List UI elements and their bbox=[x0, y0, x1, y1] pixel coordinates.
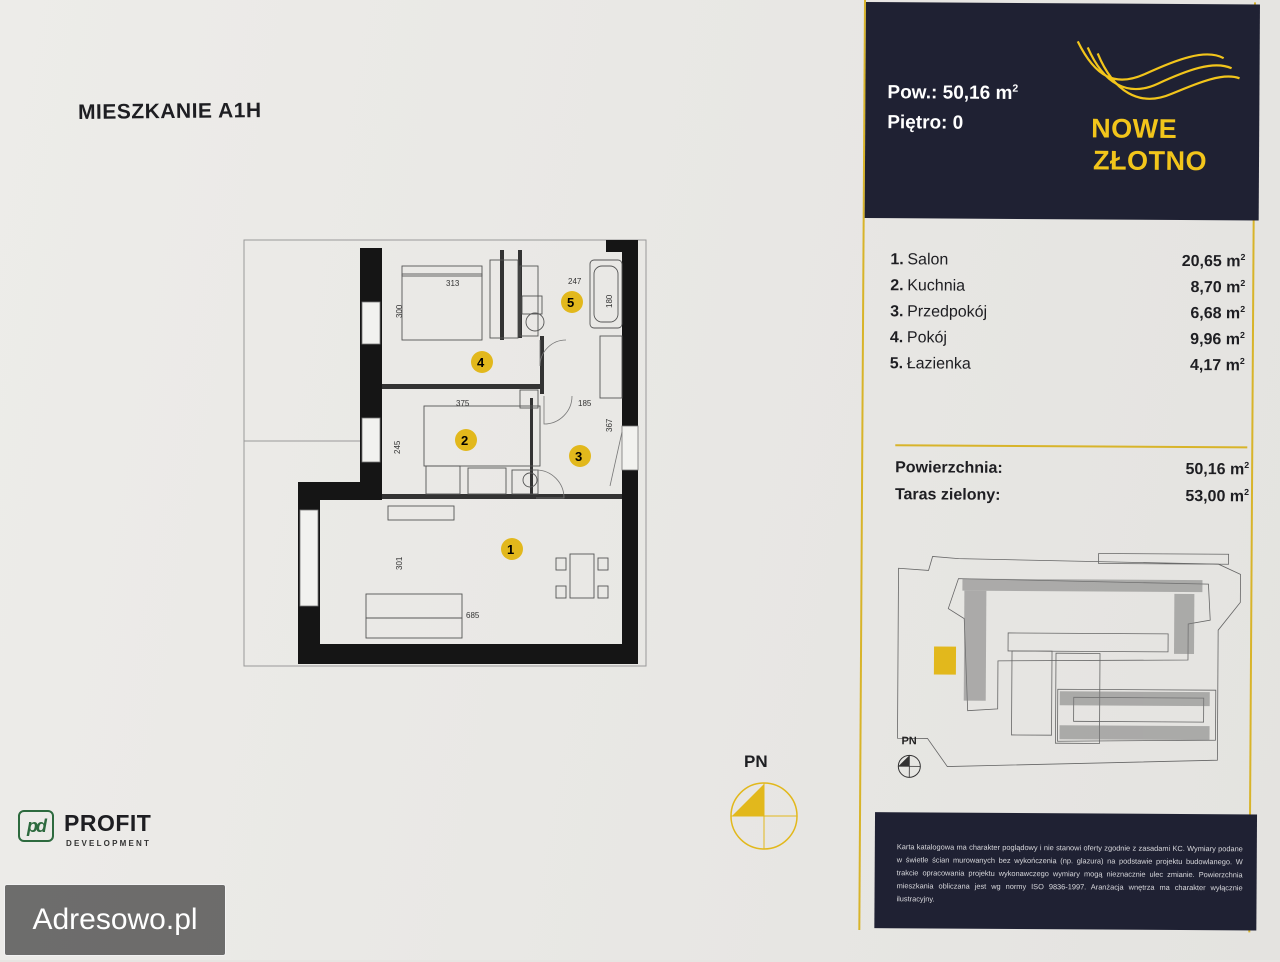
room-badge-3: 3 bbox=[575, 449, 582, 464]
disclaimer-text: Karta katalogowa ma charakter poglądowy … bbox=[896, 840, 1242, 907]
dimension-label: 313 bbox=[446, 279, 460, 288]
room-number: 4. bbox=[890, 329, 903, 347]
info-panel: Pow.: 50,16 m2 Piętro: 0 NOWE ZŁOTNO 1. … bbox=[854, 0, 1255, 962]
summary-value-text: 50,16 m bbox=[1185, 461, 1244, 478]
room-name: Pokój bbox=[907, 329, 947, 347]
room-area-value: 4,17 m bbox=[1190, 357, 1240, 374]
room-area-unit: 2 bbox=[1240, 304, 1245, 314]
room-badge-4: 4 bbox=[477, 355, 485, 370]
room-row: 4. Pokój 9,96 m2 bbox=[890, 326, 1245, 354]
developer-name: PROFIT bbox=[64, 810, 151, 837]
room-name: Przedpokój bbox=[907, 303, 987, 321]
dimension-label: 180 bbox=[605, 294, 614, 308]
room-area-value: 6,68 m bbox=[1190, 305, 1240, 322]
room-area-unit: 2 bbox=[1240, 278, 1245, 288]
summary-label: Taras zielony: bbox=[895, 486, 1001, 505]
developer-logo: pd PROFIT DEVELOPMENT bbox=[18, 808, 188, 858]
compass-label: PN bbox=[744, 752, 768, 772]
summary-value-text: 53,00 m bbox=[1185, 488, 1244, 505]
room-badges: 1 2 3 4 5 bbox=[455, 291, 591, 560]
summary-row: Taras zielony: 53,00 m2 bbox=[895, 483, 1249, 512]
site-plan-drawing: PN bbox=[887, 548, 1246, 782]
apartment-title: MIESZKANIE A1H bbox=[78, 99, 262, 125]
brand-name-line2: ZŁOTNO bbox=[1093, 145, 1207, 177]
section-divider bbox=[895, 444, 1247, 448]
room-area-unit: 2 bbox=[1241, 252, 1246, 262]
room-name: Łazienka bbox=[907, 355, 971, 373]
developer-subtitle: DEVELOPMENT bbox=[66, 839, 151, 848]
panel-header: Pow.: 50,16 m2 Piętro: 0 NOWE ZŁOTNO bbox=[865, 2, 1260, 220]
watermark-badge: Adresowo.pl bbox=[4, 884, 226, 956]
north-compass: PN bbox=[724, 752, 804, 852]
room-number: 3. bbox=[890, 303, 903, 321]
compass-rose-icon bbox=[726, 778, 802, 854]
dimension-label: 301 bbox=[395, 556, 404, 570]
room-number: 1. bbox=[890, 251, 903, 269]
room-area-value: 20,65 m bbox=[1182, 253, 1241, 270]
dimension-label: 300 bbox=[395, 304, 404, 318]
dimension-label: 685 bbox=[466, 611, 480, 620]
room-area-value: 9,96 m bbox=[1190, 331, 1240, 348]
room-area-unit: 2 bbox=[1240, 356, 1245, 366]
area-summary: Powierzchnia: 50,16 m2 Taras zielony: 53… bbox=[895, 456, 1249, 512]
room-number: 5. bbox=[890, 355, 903, 373]
area-heading-unit: 2 bbox=[1012, 84, 1018, 95]
summary-label: Powierzchnia: bbox=[895, 459, 1003, 478]
summary-row: Powierzchnia: 50,16 m2 bbox=[895, 456, 1249, 485]
room-row: 1. Salon 20,65 m2 bbox=[890, 248, 1245, 276]
room-area: 20,65 m2 bbox=[1182, 253, 1246, 271]
summary-value-unit: 2 bbox=[1244, 460, 1249, 470]
room-area-value: 8,70 m bbox=[1190, 279, 1240, 296]
disclaimer-box: Karta katalogowa ma charakter poglądowy … bbox=[874, 812, 1257, 930]
floor-heading: Piętro: 0 bbox=[887, 112, 963, 134]
room-name: Salon bbox=[907, 251, 948, 269]
room-row: 3. Przedpokój 6,68 m2 bbox=[890, 300, 1245, 328]
site-plan-minimap: PN bbox=[887, 548, 1246, 782]
summary-value-unit: 2 bbox=[1244, 487, 1249, 497]
dimension-label: 247 bbox=[568, 277, 582, 286]
room-area: 9,96 m2 bbox=[1190, 331, 1245, 349]
summary-value: 50,16 m2 bbox=[1185, 461, 1249, 479]
room-area-unit: 2 bbox=[1240, 330, 1245, 340]
summary-value: 53,00 m2 bbox=[1185, 488, 1249, 506]
room-row: 5. Łazienka 4,17 m2 bbox=[890, 352, 1245, 380]
room-area: 8,70 m2 bbox=[1190, 279, 1245, 297]
panel-frame: Pow.: 50,16 m2 Piętro: 0 NOWE ZŁOTNO 1. … bbox=[858, 0, 1256, 932]
room-list: 1. Salon 20,65 m2 2. Kuchnia 8,70 m2 3. … bbox=[890, 248, 1246, 380]
room-badge-5: 5 bbox=[567, 295, 574, 310]
room-name: Kuchnia bbox=[907, 277, 965, 295]
brand-name-line1: NOWE bbox=[1091, 113, 1177, 145]
apartment-location-marker bbox=[934, 646, 956, 674]
dimension-label: 185 bbox=[578, 399, 592, 408]
floor-plan-drawing: 313 300 247 180 375 185 245 367 301 685 … bbox=[240, 236, 650, 670]
floor-plan: 313 300 247 180 375 185 245 367 301 685 … bbox=[240, 236, 650, 670]
room-area: 6,68 m2 bbox=[1190, 305, 1245, 323]
room-badge-1: 1 bbox=[507, 542, 514, 557]
area-heading-text: Pow.: 50,16 m bbox=[887, 82, 1012, 104]
room-badge-2: 2 bbox=[461, 433, 468, 448]
room-number: 2. bbox=[890, 277, 903, 295]
dimension-label: 245 bbox=[393, 440, 402, 454]
room-row: 2. Kuchnia 8,70 m2 bbox=[890, 274, 1245, 302]
profit-logo-icon: pd bbox=[18, 810, 54, 842]
dimension-label: 367 bbox=[605, 418, 614, 432]
dimension-label: 375 bbox=[456, 399, 470, 408]
area-heading: Pow.: 50,16 m2 bbox=[887, 82, 1018, 105]
minimap-compass-label: PN bbox=[901, 735, 916, 747]
brand-waves-icon bbox=[1075, 37, 1245, 108]
room-area: 4,17 m2 bbox=[1190, 357, 1245, 375]
